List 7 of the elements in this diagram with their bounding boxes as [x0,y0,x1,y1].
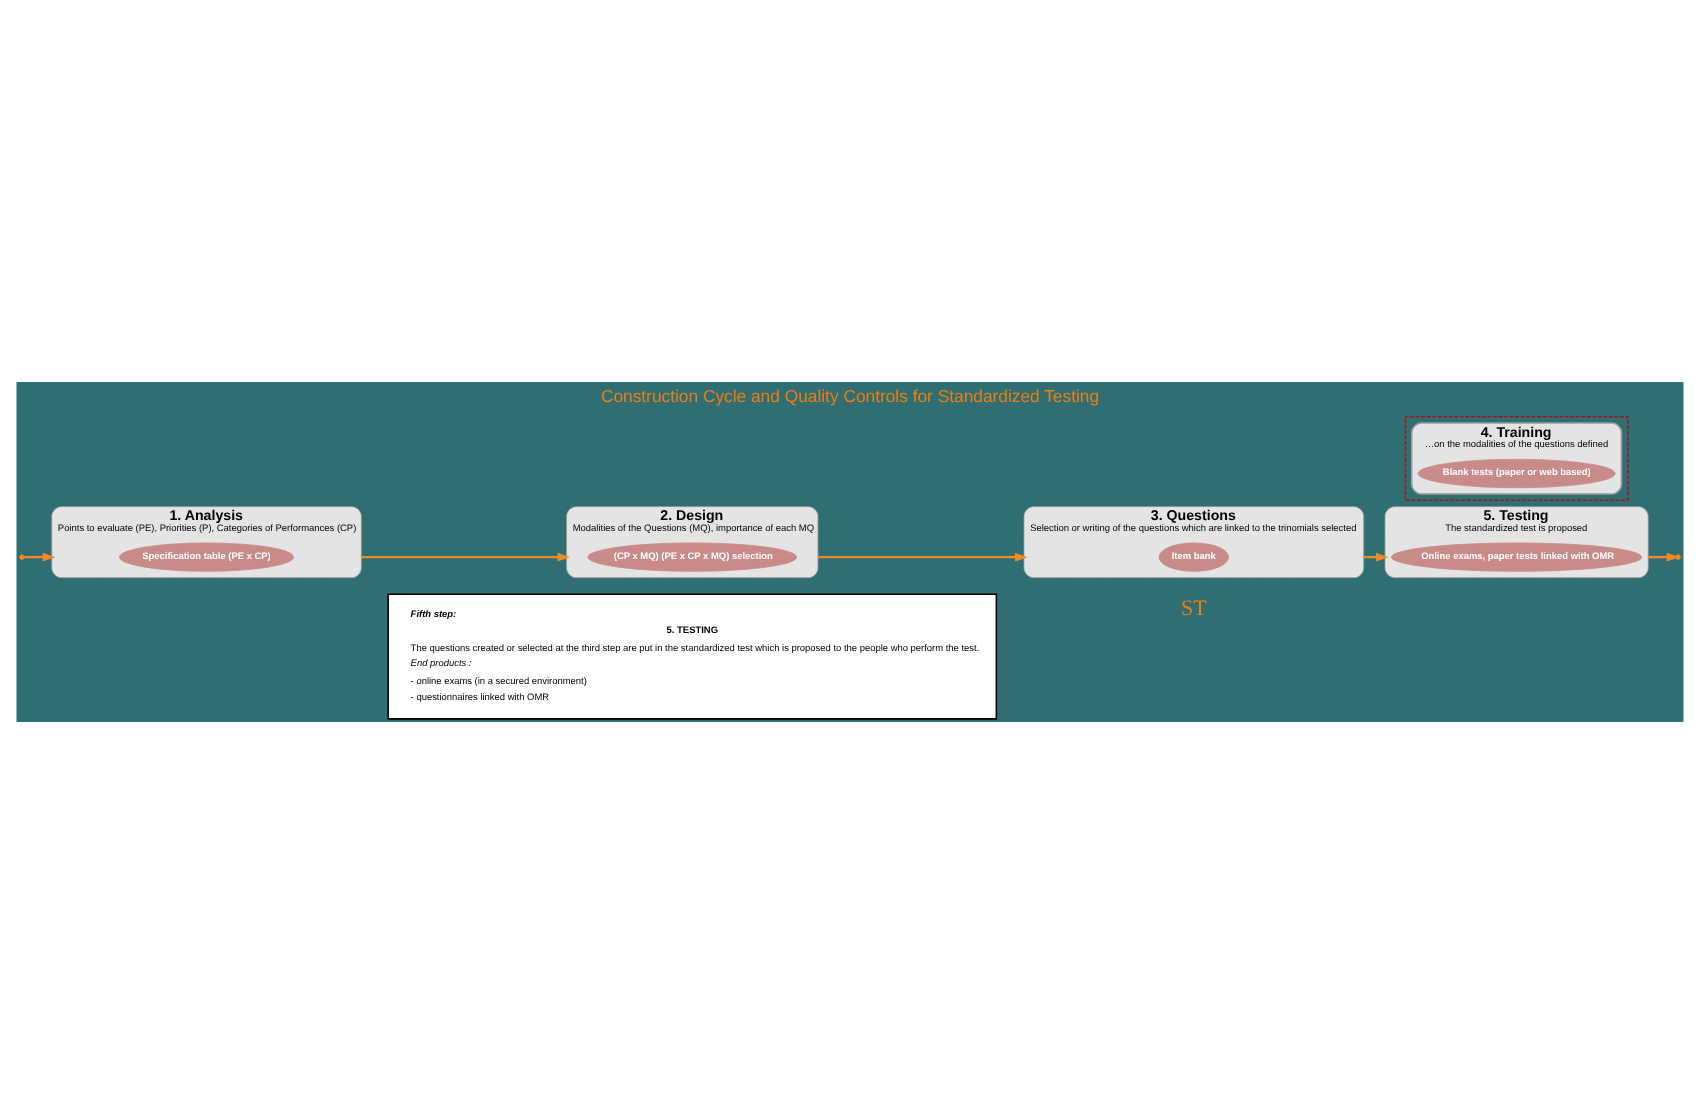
arrow [817,551,1028,561]
label: ST [1180,596,1207,621]
arrow [361,551,571,561]
arrow [1363,551,1389,561]
arrow [1648,551,1680,561]
arrow [24,551,56,561]
diagram-title: Construction Cycle and Quality Controls for Standardized Testing [600,385,1100,406]
